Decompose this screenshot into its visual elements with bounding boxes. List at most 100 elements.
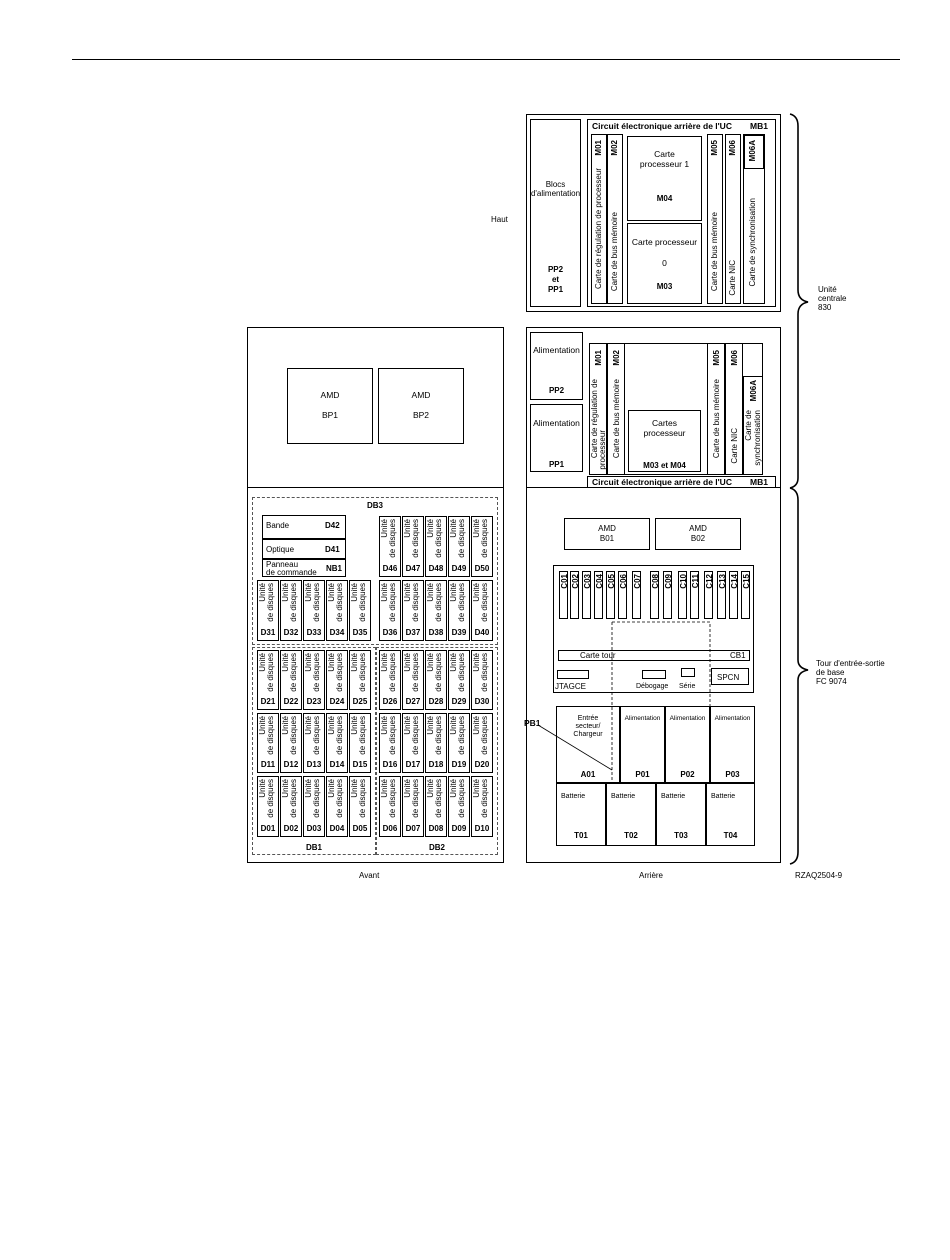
pci-slot [690, 571, 699, 619]
mid-slot-m02 [607, 343, 625, 475]
drive-id-label: D22 [283, 697, 299, 706]
label-haut: Haut [491, 215, 508, 224]
b01-amd: AMD [598, 524, 616, 533]
pci-slot [678, 571, 687, 619]
drive-id-label: D47 [405, 564, 421, 573]
p02-label: P02 [680, 770, 695, 779]
drive-id-label: D38 [428, 628, 444, 637]
t03-batterie: Batterie [661, 793, 686, 800]
optique-box [262, 539, 346, 559]
mid-slot-m05 [707, 343, 725, 475]
drive-id-label: D08 [428, 824, 444, 833]
top-slot-m01 [591, 134, 607, 304]
mid-footer-text: Circuit électronique arrière de l'UC [592, 477, 732, 487]
pci-slot [717, 571, 726, 619]
top-backplane-header: Circuit électronique arrière de l'UC [592, 121, 732, 131]
nb1-label: NB1 [326, 564, 343, 573]
drive-id-label: D32 [283, 628, 299, 637]
drive-id-label: D04 [329, 824, 345, 833]
a01-label: A01 [580, 770, 596, 779]
pb1-label: PB1 [524, 718, 541, 728]
serie-port[interactable] [681, 668, 695, 677]
drive-id-label: D05 [352, 824, 368, 833]
p01-box [620, 706, 665, 783]
et-label: et [551, 275, 560, 284]
drive-id-label: D23 [306, 697, 322, 706]
pci-slot [632, 571, 641, 619]
drive-id-label: D19 [451, 760, 467, 769]
tour-label-3: FC 9074 [816, 677, 847, 686]
drive-id-label: D06 [382, 824, 398, 833]
jtagce-port[interactable] [557, 670, 589, 679]
pci-slot [582, 571, 591, 619]
tour-label-2: de base [816, 668, 845, 677]
t03-box [656, 783, 706, 846]
optique-label: Optique [266, 545, 295, 554]
cb1-label: CB1 [728, 651, 748, 660]
drive-id-label: D21 [260, 697, 276, 706]
db1-region [252, 647, 376, 855]
drive-id-label: D34 [329, 628, 345, 637]
pci-slot [729, 571, 738, 619]
db3-label: DB3 [366, 501, 383, 510]
mid-slot-m06 [725, 343, 743, 475]
drive-id-label: D48 [428, 564, 444, 573]
top-slot-m06 [725, 134, 741, 304]
mid-footer-mb1: MB1 [750, 477, 768, 487]
drive-id-label: D46 [382, 564, 398, 573]
carte1-line2: processeur 1 [639, 159, 690, 169]
spcn-port[interactable] [711, 668, 749, 685]
carte-tour-bar [558, 650, 750, 661]
t03-label: T03 [674, 831, 688, 840]
t01-box [556, 783, 606, 846]
mid-cards-box [628, 410, 701, 472]
top-slot-m05 [707, 134, 723, 304]
drive-id-label: D49 [451, 564, 467, 573]
drive-id-label: D24 [329, 697, 345, 706]
top-card-1 [627, 136, 702, 221]
mid-backplane-footer [587, 476, 776, 488]
drive-id-label: D12 [283, 760, 299, 769]
t04-batterie: Batterie [711, 793, 736, 800]
blocs-label-2: d'alimentation [530, 189, 581, 198]
drive-id-label: D11 [260, 760, 276, 769]
tour-label-1: Tour d'entrée-sortie [816, 659, 885, 668]
unite-centrale-1: Unité [818, 285, 837, 294]
p02-box [665, 706, 710, 783]
entree-line2: secteur/ [575, 723, 601, 730]
drive-id-label: D39 [451, 628, 467, 637]
drive-id-label: D16 [382, 760, 398, 769]
carte-tour-label: Carte tour [578, 651, 618, 660]
debogage-label: Débogage [636, 683, 669, 690]
top-power-block [530, 119, 581, 307]
entree-line1: Entrée [577, 715, 599, 722]
top-card-0 [627, 223, 702, 304]
drive-id-label: D36 [382, 628, 398, 637]
bp2-amd: AMD [411, 390, 431, 400]
drive-id-label: D09 [451, 824, 467, 833]
drive-id-label: D15 [352, 760, 368, 769]
p03-label: P03 [725, 770, 740, 779]
debogage-port[interactable] [642, 670, 666, 679]
drive-id-label: D29 [451, 697, 467, 706]
bp1-label: BP1 [321, 410, 339, 420]
bp2-box [378, 368, 464, 444]
pci-slot [741, 571, 750, 619]
t04-box [706, 783, 755, 846]
